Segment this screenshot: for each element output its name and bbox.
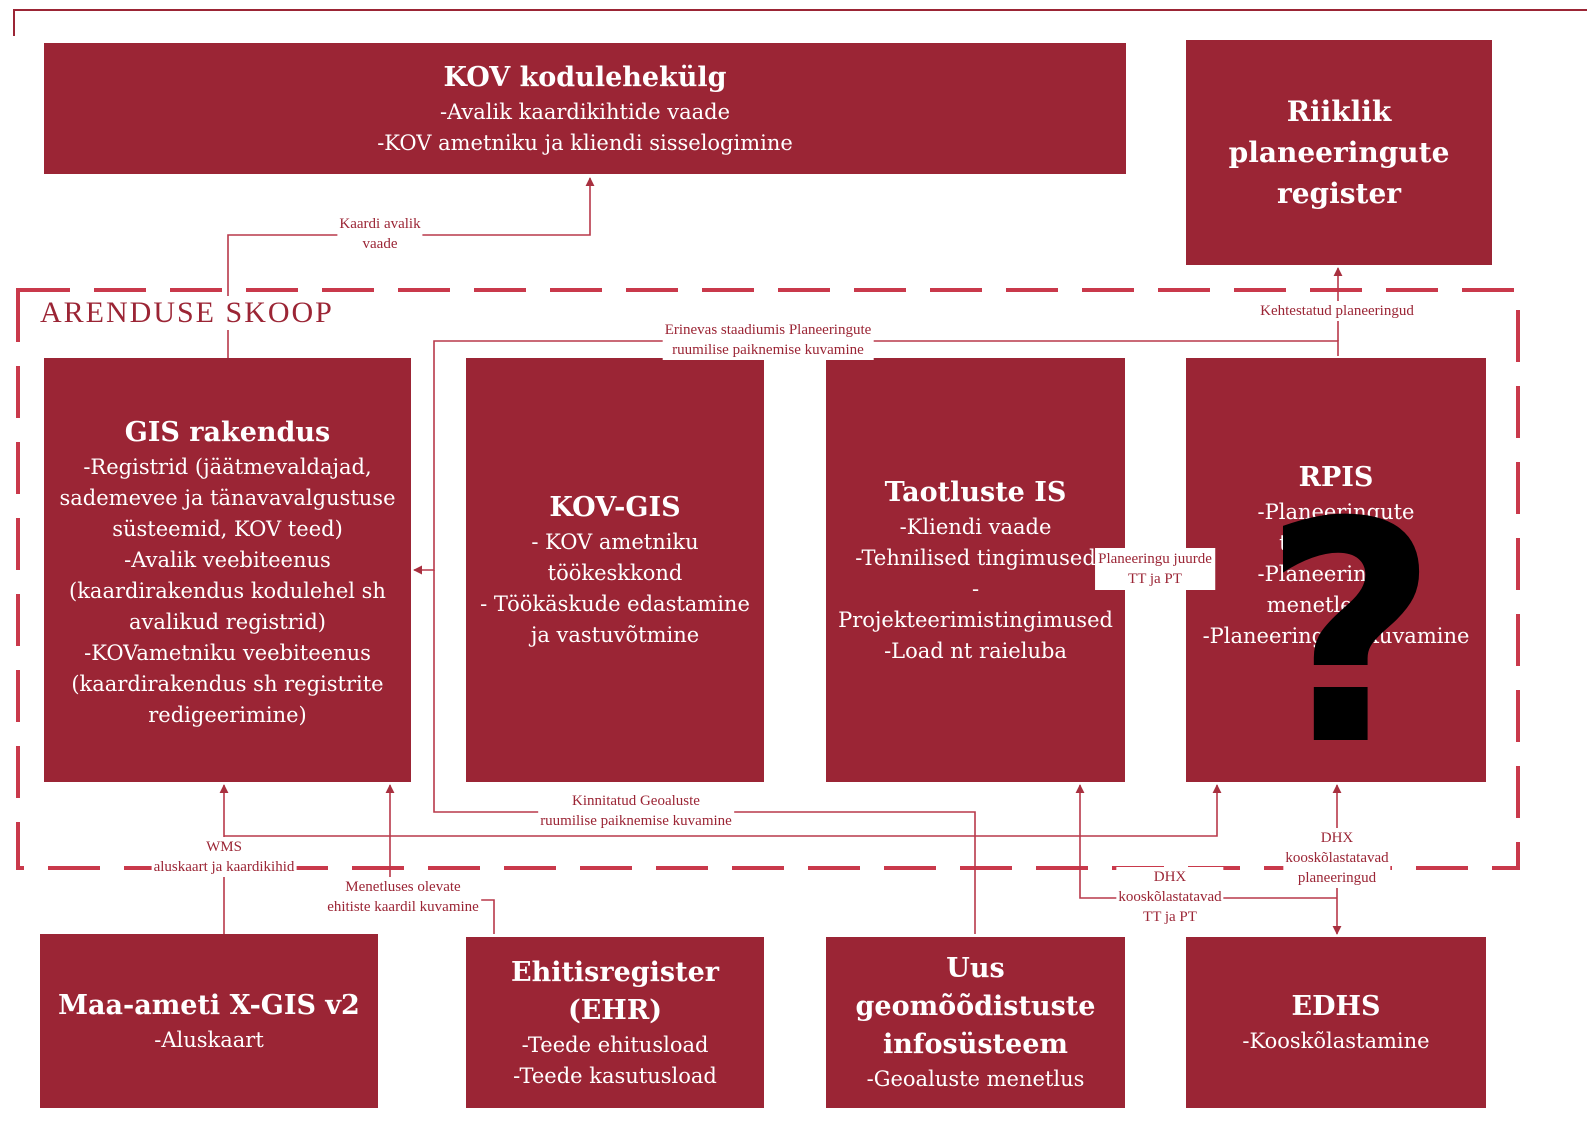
box-line: -Planeeringute — [1257, 561, 1415, 586]
box-line: -Teede kasutusload — [513, 1063, 717, 1088]
box-title: infosüsteem — [883, 1029, 1068, 1060]
box-title: KOV-GIS — [549, 492, 681, 523]
label-menetluses: Menetluses olevate ehitiste kaardil kuva… — [325, 877, 481, 917]
box-title: Riiklik — [1286, 95, 1392, 128]
box-title: Maa-ameti X-GIS v2 — [58, 989, 360, 1021]
maa-ameti-box: Maa-ameti X-GIS v2 -Aluskaart — [40, 934, 378, 1108]
gis-rakendus-box: GIS rakendus -Registrid (jäätmevaldajad,… — [44, 358, 411, 782]
box-line: -Registrid (jäätmevaldajad, — [83, 454, 372, 479]
uus-geo-box: Uus geomõõdistuste infosüsteem -Geoalust… — [826, 937, 1125, 1108]
box-title: Taotluste IS — [884, 476, 1067, 508]
kov-kodulehekulg-box: KOV kodulehekülg -Avalik kaardikihtide v… — [44, 43, 1126, 174]
label-dhx-tt: DHX kooskõlastatavad TT ja PT — [1116, 867, 1224, 927]
box-line: redigeerimine) — [148, 702, 307, 727]
connector-wms-to-rpis — [224, 784, 1222, 837]
box-line: - Töökäskude edastamine — [480, 592, 750, 616]
box-title: Uus geomõõdistuste — [855, 953, 1096, 1022]
box-line: -Planeeringute kuvamine — [1202, 623, 1470, 648]
box-line: (kaardirakendus sh registrite — [71, 671, 384, 696]
box-line: -Kooskõlastamine — [1242, 1029, 1430, 1053]
box-title: register — [1276, 177, 1402, 210]
label-erinevas: Erinevas staadiumis Planeeringute ruumil… — [662, 320, 874, 360]
box-line: -Planeeringute taotlemine — [1257, 499, 1415, 555]
box-title: KOV kodulehekülg — [443, 61, 727, 93]
box-line: süsteemid, KOV teed) — [112, 516, 343, 541]
connector-erinevas — [413, 340, 1339, 575]
box-line: -KOV ametniku ja kliendi sisselogimine — [377, 130, 793, 155]
label-kaardi-avalik: Kaardi avalik vaade — [337, 214, 423, 254]
box-line: - KOV ametniku — [531, 530, 699, 554]
box-line: -Avalik kaardikihtide vaade — [439, 99, 731, 124]
box-line: -Aluskaart — [154, 1027, 264, 1052]
question-mark-overlay: ? — [1262, 457, 1439, 812]
page-frame-border — [13, 9, 1587, 36]
box-line: -Tehnilised tingimused — [855, 545, 1096, 570]
box-title: EDHS — [1291, 991, 1381, 1022]
box-title: GIS rakendus — [124, 416, 331, 448]
box-line: -KOVametniku veebiteenus — [84, 640, 371, 665]
kov-gis-box: KOV-GIS - KOV ametniku töökeskkond - Töö… — [466, 358, 764, 782]
scope-title: ARENDUSE SKOOP — [38, 296, 336, 330]
box-line: (kaardirakendus kodulehel sh — [69, 578, 386, 603]
connector-kaardi-avalik — [227, 177, 595, 358]
box-line: avalikud registrid) — [129, 609, 326, 634]
box-title: Ehitisregister — [510, 956, 719, 988]
box-line: -Geoaluste menetlus — [866, 1067, 1085, 1091]
taotluste-is-box: Taotluste IS -Kliendi vaade -Tehnilised … — [826, 358, 1125, 782]
ehitisregister-box: Ehitisregister (EHR) -Teede ehitusload -… — [466, 937, 764, 1108]
label-wms: WMS aluskaart ja kaardikihid — [151, 837, 297, 877]
box-title: RPIS — [1298, 461, 1374, 493]
label-dhx-plan: DHX kooskõlastatavad planeeringud — [1283, 828, 1391, 888]
box-line: menetlemine — [1266, 592, 1406, 617]
box-title: (EHR) — [567, 994, 663, 1026]
development-scope-border — [16, 288, 1520, 870]
box-line: ja vastuvõtmine — [530, 623, 700, 647]
edhs-box: EDHS -Kooskõlastamine — [1186, 937, 1486, 1108]
label-kinnitatud: Kinnitatud Geoaluste ruumilise paiknemis… — [538, 791, 734, 831]
rpis-box: RPIS -Planeeringute taotlemine -Planeeri… — [1186, 358, 1486, 782]
box-line: sademevee ja tänavavalgustuse — [59, 485, 396, 510]
label-planeeringu-juurde: Planeeringu juurde TT ja PT — [1095, 548, 1215, 590]
box-line: -Projekteerimistingimused — [838, 576, 1113, 632]
box-line: -Load nt raieluba — [884, 638, 1067, 663]
label-kehtestatud: Kehtestatud planeeringud — [1258, 301, 1416, 321]
riiklik-register-box: Riiklik planeeringute register — [1186, 40, 1492, 265]
box-line: -Teede ehitusload — [521, 1032, 709, 1057]
connector-dhx-tt — [1075, 784, 1337, 899]
box-title: planeeringute — [1228, 136, 1450, 169]
box-line: töökeskkond — [547, 561, 683, 585]
box-line: -Kliendi vaade — [899, 514, 1052, 539]
box-line: -Avalik veebiteenus — [124, 547, 331, 572]
